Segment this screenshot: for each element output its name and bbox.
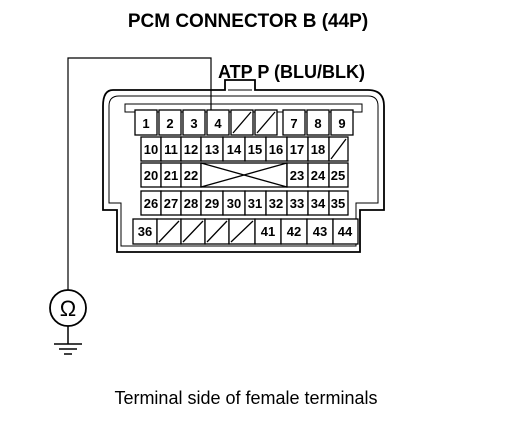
terminal-2 bbox=[158, 109, 182, 136]
terminal-label: 32 bbox=[269, 196, 283, 211]
terminal-label: 13 bbox=[205, 142, 219, 157]
terminal-label: 20 bbox=[144, 168, 158, 183]
terminal-row-1 bbox=[134, 109, 354, 136]
terminal-label: 3 bbox=[190, 116, 197, 131]
terminal-label: 21 bbox=[164, 168, 178, 183]
connector-title: PCM CONNECTOR B (44P) bbox=[128, 11, 368, 32]
terminal-label: 27 bbox=[164, 196, 178, 211]
ohmmeter: Ω bbox=[49, 289, 87, 327]
terminal-label: 1 bbox=[142, 116, 149, 131]
terminal-label: 34 bbox=[311, 196, 326, 211]
terminal-label: 41 bbox=[261, 224, 275, 239]
connector-housing bbox=[102, 79, 385, 253]
terminal-label: 30 bbox=[227, 196, 241, 211]
terminal-row-4-labels: 26 27 28 29 30 31 32 33 34 35 bbox=[144, 196, 345, 211]
terminal-row-5-labels: 36 41 42 43 44 bbox=[138, 224, 353, 239]
terminal-row-3 bbox=[140, 162, 349, 188]
terminal-1 bbox=[134, 109, 158, 136]
terminal-35 bbox=[328, 190, 349, 216]
terminal-label: 4 bbox=[214, 116, 222, 131]
caption: Terminal side of female terminals bbox=[114, 388, 377, 408]
terminal-25 bbox=[328, 162, 349, 188]
terminal-label: 18 bbox=[311, 142, 325, 157]
terminal-7 bbox=[282, 109, 306, 136]
terminal-label: 42 bbox=[287, 224, 301, 239]
terminal-label: 29 bbox=[205, 196, 219, 211]
terminal-row-1-labels: 1 2 3 4 7 8 9 bbox=[142, 116, 345, 131]
terminal-label: 16 bbox=[269, 142, 283, 157]
terminal-label: 14 bbox=[227, 142, 242, 157]
terminal-4 bbox=[206, 109, 230, 136]
terminal-label: 25 bbox=[331, 168, 345, 183]
terminal-row-2 bbox=[140, 136, 349, 162]
terminal-label: 10 bbox=[144, 142, 158, 157]
terminal-label: 15 bbox=[248, 142, 262, 157]
terminal-label: 23 bbox=[290, 168, 304, 183]
terminal-label: 24 bbox=[311, 168, 326, 183]
terminal-9 bbox=[330, 109, 354, 136]
terminal-label: 7 bbox=[290, 116, 297, 131]
terminal-label: 31 bbox=[248, 196, 262, 211]
terminal-row-3-labels: 20 21 22 23 24 25 bbox=[144, 168, 345, 183]
terminal-label: 8 bbox=[314, 116, 321, 131]
terminal-label: 33 bbox=[290, 196, 304, 211]
terminal-label: 22 bbox=[184, 168, 198, 183]
terminal-label: 12 bbox=[184, 142, 198, 157]
terminal-row-4 bbox=[140, 190, 349, 216]
terminal-label: 9 bbox=[338, 116, 345, 131]
terminal-label: 17 bbox=[290, 142, 304, 157]
ohm-symbol: Ω bbox=[60, 296, 76, 321]
terminal-label: 44 bbox=[338, 224, 353, 239]
probe-label: ATP P (BLU/BLK) bbox=[218, 62, 365, 82]
terminal-8 bbox=[306, 109, 330, 136]
terminal-label: 43 bbox=[313, 224, 327, 239]
ground-icon bbox=[54, 326, 82, 355]
terminal-44 bbox=[332, 218, 359, 245]
terminal-label: 2 bbox=[166, 116, 173, 131]
terminal-label: 11 bbox=[164, 142, 178, 157]
terminal-row-5 bbox=[132, 218, 359, 245]
terminal-label: 26 bbox=[144, 196, 158, 211]
terminal-label: 36 bbox=[138, 224, 152, 239]
terminal-36 bbox=[132, 218, 158, 245]
terminal-label: 35 bbox=[331, 196, 345, 211]
terminal-3 bbox=[182, 109, 206, 136]
terminal-row-2-labels: 10 11 12 13 14 15 16 17 18 bbox=[144, 142, 325, 157]
terminal-41 bbox=[254, 218, 282, 245]
terminal-label: 28 bbox=[184, 196, 198, 211]
